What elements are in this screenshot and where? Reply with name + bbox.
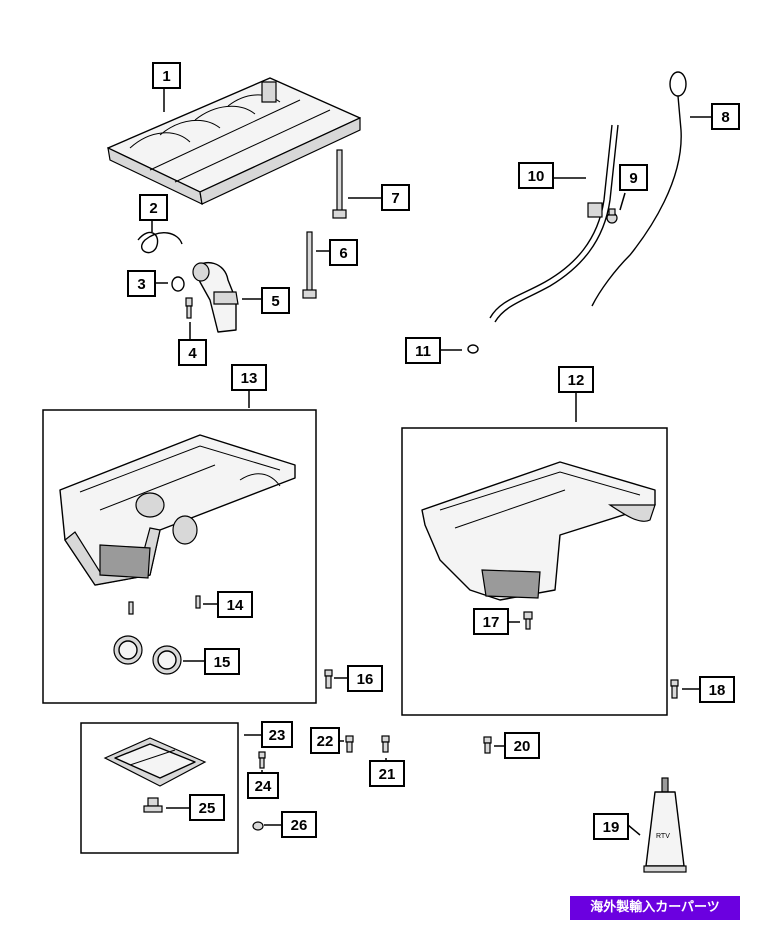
svg-text:23: 23: [269, 727, 286, 744]
callout-10: 10: [518, 162, 554, 189]
svg-text:14: 14: [227, 597, 244, 614]
svg-text:3: 3: [137, 276, 145, 293]
part-11-o-ring: [467, 344, 479, 354]
part-13-oil-pan-upper: [59, 434, 296, 586]
part-18-bolt: [670, 679, 679, 699]
part-23-frame: [80, 722, 239, 854]
callout-1: 1: [152, 62, 181, 89]
callout-15: 15: [204, 648, 240, 675]
svg-text:25: 25: [199, 800, 216, 817]
callout-8: 8: [711, 103, 740, 130]
svg-text:26: 26: [291, 817, 308, 834]
part-10-dipstick-tube: [489, 124, 619, 323]
watermark-badge: 海外製輸入カーパーツ: [570, 896, 740, 920]
svg-text:15: 15: [214, 654, 231, 671]
svg-text:19: 19: [603, 819, 620, 836]
part-6-bolt: [302, 231, 317, 299]
part-13-frame: [42, 409, 317, 704]
part-7-bolt: [332, 149, 347, 219]
part-4-bolt: [185, 297, 193, 319]
svg-text:18: 18: [709, 682, 726, 699]
svg-text:7: 7: [391, 190, 399, 207]
svg-text:20: 20: [514, 738, 531, 755]
svg-text:12: 12: [568, 372, 585, 389]
svg-text:2: 2: [149, 200, 157, 217]
callout-25: 25: [189, 794, 225, 821]
svg-text:22: 22: [317, 733, 334, 750]
part-14-dowel-pins: [128, 595, 201, 615]
callout-9: 9: [619, 164, 648, 191]
callout-23: 23: [261, 721, 293, 748]
callout-17: 17: [473, 608, 509, 635]
callout-16: 16: [347, 665, 383, 692]
callout-7: 7: [381, 184, 410, 211]
part-16-bolt: [324, 669, 333, 689]
callout-24: 24: [247, 772, 279, 799]
part-1-windage-tray: [107, 77, 361, 206]
svg-text:16: 16: [357, 671, 374, 688]
callout-3: 3: [127, 270, 156, 297]
part-25-drain-plug: [143, 797, 163, 813]
callout-12: 12: [558, 366, 594, 393]
callout-6: 6: [329, 239, 358, 266]
svg-text:10: 10: [528, 168, 545, 185]
part-12-frame: [401, 427, 668, 716]
part-8-dipstick: [591, 71, 687, 307]
callout-5: 5: [261, 287, 290, 314]
part-21-bolt: [381, 735, 390, 753]
part-24-bolt: [258, 751, 266, 769]
part-12-oil-pan-lower: [421, 461, 656, 601]
callout-19: 19: [593, 813, 629, 840]
callout-26: 26: [281, 811, 317, 838]
callout-18: 18: [699, 676, 735, 703]
callout-11: 11: [405, 337, 441, 364]
svg-text:9: 9: [629, 170, 637, 187]
svg-text:17: 17: [483, 614, 500, 631]
part-2-clip: [137, 231, 183, 254]
svg-text:13: 13: [241, 370, 258, 387]
svg-text:1: 1: [162, 68, 170, 85]
part-5-pickup-tube: [192, 261, 239, 333]
svg-text:5: 5: [271, 293, 279, 310]
svg-text:8: 8: [721, 109, 729, 126]
callout-21: 21: [369, 760, 405, 787]
svg-text:6: 6: [339, 245, 347, 262]
part-17-bolt: [523, 611, 533, 630]
callout-13: 13: [231, 364, 267, 391]
callout-4: 4: [178, 339, 207, 366]
svg-text:24: 24: [255, 778, 272, 795]
part-3-o-ring: [171, 276, 185, 292]
part-23-cover-plate: [103, 737, 207, 787]
rtv-label: RTV: [656, 833, 670, 840]
svg-text:4: 4: [188, 345, 197, 362]
part-20-bolt: [483, 736, 492, 754]
part-9-grommet: [606, 208, 618, 224]
callout-22: 22: [310, 727, 340, 754]
part-26-gasket: [252, 821, 264, 831]
svg-text:11: 11: [415, 343, 431, 360]
part-19-rtv-tube: RTV: [643, 777, 687, 873]
svg-text:21: 21: [379, 766, 396, 783]
callout-14: 14: [217, 591, 253, 618]
part-15-bushings: [113, 635, 182, 675]
part-22-bolt: [345, 735, 354, 753]
callout-20: 20: [504, 732, 540, 759]
callout-2: 2: [139, 194, 168, 221]
